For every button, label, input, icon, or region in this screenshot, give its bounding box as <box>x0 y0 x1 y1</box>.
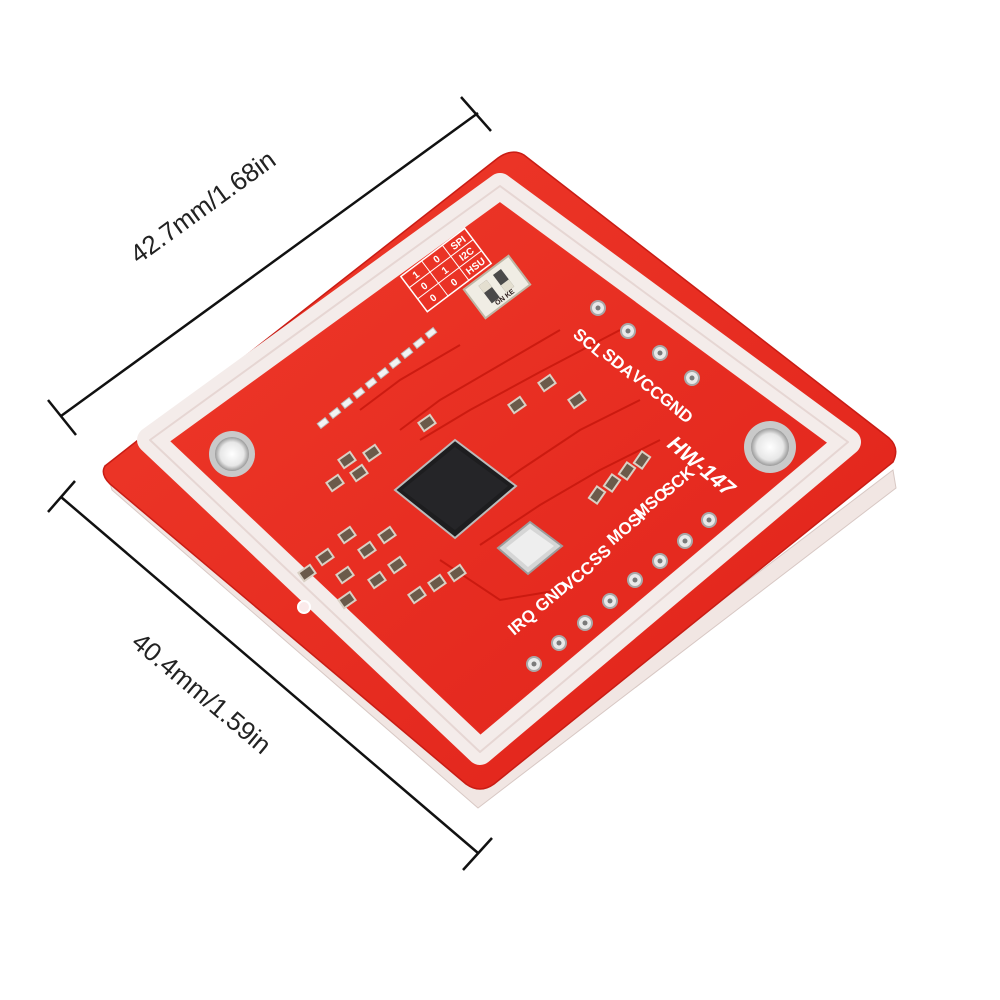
mounting-hole-right-inner <box>751 428 789 466</box>
top-header-pin <box>590 300 606 316</box>
height-dimension-tick-top <box>47 480 76 513</box>
top-header-pin <box>684 370 700 386</box>
width-label: 42.7mm/1.68in <box>124 144 281 269</box>
top-header-pin <box>652 345 668 361</box>
side-header-pin <box>577 615 593 631</box>
height-dimension-line <box>60 496 479 854</box>
fiducial-mark <box>297 600 311 614</box>
height-dimension-tick-bottom <box>462 837 493 871</box>
pcb-board <box>102 151 897 790</box>
side-header-pin <box>627 572 643 588</box>
mode-table-a-0: 0 <box>432 253 443 265</box>
mode-table-b-1: 0 <box>419 280 430 292</box>
mounting-hole-left-inner <box>215 437 249 471</box>
width-dimension-tick-left <box>47 399 77 436</box>
mode-table-b-2: 0 <box>428 292 439 304</box>
side-header-pin <box>602 593 618 609</box>
smd-components <box>297 373 652 610</box>
crystal-oscillator <box>496 520 564 576</box>
top-header-pin <box>620 323 636 339</box>
mode-table-b-0: 1 <box>411 269 422 281</box>
side-header-pin <box>652 553 668 569</box>
top-header: SCL SDA VCC GND <box>569 300 700 427</box>
test-pad-row <box>316 326 438 430</box>
side-header-pin <box>526 656 542 672</box>
side-header-pin <box>701 512 717 528</box>
side-header-pin <box>551 635 567 651</box>
pcb-traces <box>359 329 661 602</box>
antenna-coil-inner-line <box>149 185 849 753</box>
side-header-pin <box>677 533 693 549</box>
mode-table-a-2: 0 <box>449 277 460 289</box>
height-label: 40.4mm/1.59in <box>126 626 277 760</box>
width-dimension-line <box>60 111 479 418</box>
mode-table-a-1: 1 <box>440 265 451 277</box>
width-dimension-tick-right <box>460 96 492 132</box>
nfc-controller-chip <box>393 438 518 540</box>
